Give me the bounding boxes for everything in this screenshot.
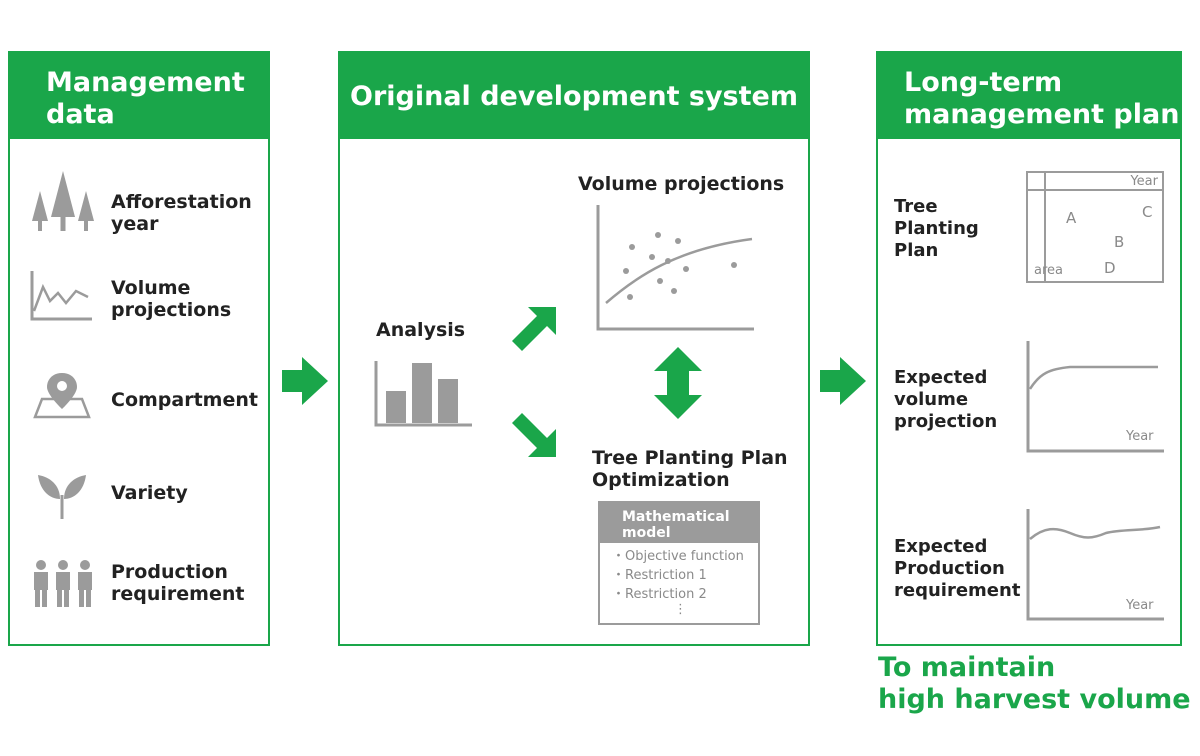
development-system-header: Original development system	[340, 53, 808, 139]
table-area-label: area	[1034, 263, 1063, 278]
item-production-requirement: Production requirement	[111, 561, 245, 605]
volume-projections-label: Volume projections	[578, 173, 785, 195]
expected-production-label: Expected Production requirement	[894, 536, 1021, 601]
scatter-chart-icon	[596, 205, 754, 331]
map-pin-icon	[33, 373, 91, 419]
expected-production-year-label: Year	[1126, 598, 1154, 613]
expected-volume-year-label: Year	[1126, 429, 1154, 444]
management-plan-title-line1: Long-term	[904, 67, 1063, 98]
table-year-label: Year	[1130, 174, 1158, 189]
development-system-panel: Original development system Analysis Vol…	[338, 51, 810, 646]
arrow-up-right-icon	[512, 307, 556, 351]
arrow-down-right-icon	[512, 413, 556, 457]
management-data-panel: Management data Afforestation year Volum…	[8, 51, 270, 646]
sprout-icon	[38, 475, 86, 519]
table-cell-d: D	[1104, 259, 1116, 277]
arrow-right-icon	[820, 357, 866, 405]
bar-chart-icon	[374, 361, 472, 427]
expected-volume-chart	[1026, 341, 1164, 453]
model-item-more: ⋮	[674, 602, 687, 617]
management-plan-title-line2: management plan	[904, 99, 1180, 130]
mathematical-model-items: ・Objective function ・Restriction 1 ・Rest…	[600, 543, 758, 616]
development-system-title: Original development system	[350, 81, 798, 112]
expected-production-chart	[1026, 509, 1164, 621]
arrow-up-down-icon	[654, 347, 702, 419]
line-chart-icon	[30, 271, 92, 321]
model-item: ・Objective function	[612, 549, 744, 564]
management-plan-header: Long-term management plan	[878, 53, 1180, 139]
trees-icon	[32, 171, 94, 231]
item-variety: Variety	[111, 482, 188, 504]
analysis-label: Analysis	[376, 319, 466, 341]
optimization-label: Tree Planting Plan Optimization	[592, 447, 788, 491]
management-data-title-line1: Management	[46, 67, 245, 98]
arrow-right-icon	[282, 357, 328, 405]
table-cell-a: A	[1066, 209, 1077, 227]
expected-volume-label: Expected volume projection	[894, 367, 998, 432]
goal-text: To maintain high harvest volume	[878, 652, 1191, 715]
item-afforestation-year: Afforestation year	[111, 191, 252, 235]
planting-plan-table: Year area A B C D	[1026, 171, 1164, 283]
item-volume-projections: Volume projections	[111, 277, 232, 321]
table-cell-b: B	[1114, 233, 1125, 251]
tree-planting-plan-label: Tree Planting Plan	[894, 196, 979, 261]
people-icon	[34, 560, 92, 607]
management-data-header: Management data	[10, 53, 268, 139]
model-item: ・Restriction 1	[612, 568, 707, 583]
management-data-title-line2: data	[46, 99, 115, 130]
table-cell-c: C	[1142, 203, 1153, 221]
mathematical-model-header: Mathematical model	[600, 503, 758, 543]
item-compartment: Compartment	[111, 389, 258, 411]
mathematical-model-box: Mathematical model ・Objective function ・…	[598, 501, 760, 625]
model-item: ・Restriction 2	[612, 587, 707, 602]
management-plan-panel: Long-term management plan Tree Planting …	[876, 51, 1182, 646]
